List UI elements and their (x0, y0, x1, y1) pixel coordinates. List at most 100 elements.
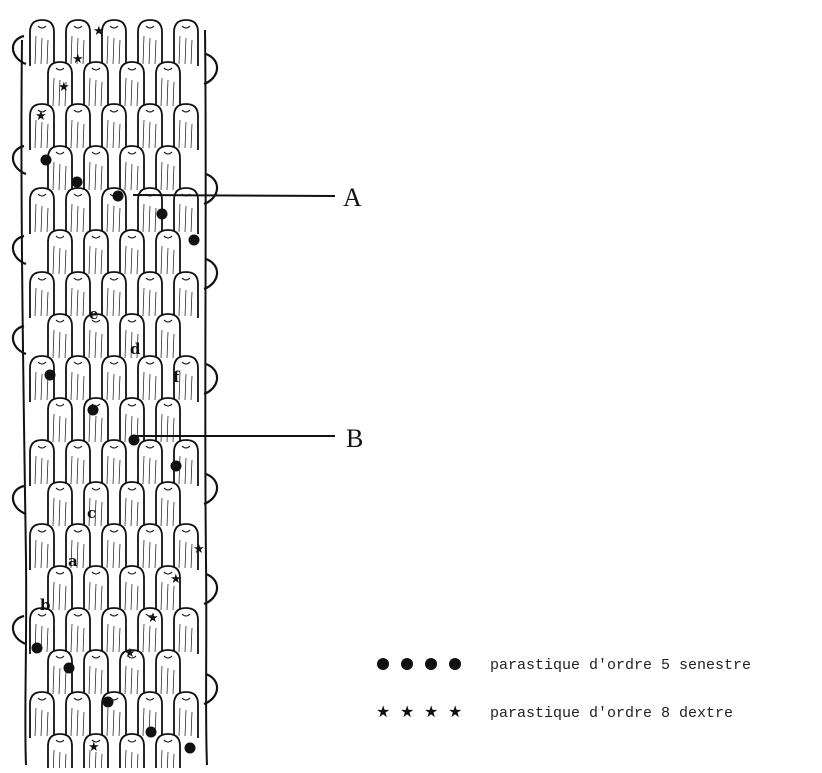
leaf-scale (155, 145, 181, 192)
legend-stars-text: parastique d'ordre 8 dextre (490, 705, 733, 722)
leaf-scale (173, 19, 199, 66)
leaf-scale (155, 565, 181, 612)
parastichy-star-marker: ★ (124, 646, 136, 661)
leaf-scale (119, 145, 145, 192)
legend-dot-icon (425, 658, 437, 670)
spine-hook-right (203, 572, 219, 606)
parastichy-dot-marker (128, 434, 140, 446)
leaf-scale (47, 481, 73, 528)
leaf-scale (47, 565, 73, 612)
spine-hook-right (203, 472, 219, 506)
leaf-scale (101, 439, 127, 486)
parastichy-star-marker: ★ (88, 740, 100, 755)
spine-hook-right (203, 172, 219, 206)
leaf-scale (137, 523, 163, 570)
leaf-scale (65, 19, 91, 66)
parastichy-star-marker: ★ (170, 572, 182, 587)
leaf-scale (83, 733, 109, 773)
parastichy-dot-marker (63, 662, 75, 674)
parastichy-dot-marker (71, 176, 83, 188)
leaf-scale (101, 19, 127, 66)
leaf-scale (65, 439, 91, 486)
parastichy-dot-marker (156, 208, 168, 220)
leaf-scale (83, 313, 109, 360)
spine-hook-right (203, 672, 219, 706)
leaf-scale (65, 271, 91, 318)
leaf-scale (65, 523, 91, 570)
legend-dot-icon (401, 658, 413, 670)
leaf-scale (65, 355, 91, 402)
leaf-letter-e: e (89, 305, 99, 323)
leaf-scale (155, 733, 181, 773)
parastichy-dot-marker (184, 742, 196, 754)
leaf-scale (65, 187, 91, 234)
leaf-scale (29, 355, 55, 402)
leaf-scale (155, 649, 181, 696)
parastichy-star-marker: ★ (193, 542, 205, 557)
callout-a-leader-line (132, 194, 336, 197)
leaf-scale (47, 61, 73, 108)
leaf-scale (83, 145, 109, 192)
parastichy-dot-marker (145, 726, 157, 738)
callout-a-label: A (343, 183, 362, 212)
leaf-scale (137, 607, 163, 654)
parastichy-dot-marker (40, 154, 52, 166)
parastichy-dot-marker (87, 404, 99, 416)
parastichy-dot-marker (112, 190, 124, 202)
leaf-scale (47, 313, 73, 360)
leaf-letter-b: b (40, 596, 51, 614)
leaf-scale (47, 145, 73, 192)
leaf-scale (83, 649, 109, 696)
leaf-scale (137, 103, 163, 150)
legend-star-icon: ★ (424, 702, 438, 721)
leaf-scale (155, 481, 181, 528)
leaf-scale (101, 355, 127, 402)
leaf-scale (173, 271, 199, 318)
parastichy-dot-marker (44, 369, 56, 381)
leaf-scale (137, 271, 163, 318)
spine-hook-left (11, 614, 27, 646)
leaf-scale (47, 733, 73, 773)
leaf-scale (29, 439, 55, 486)
leaf-scale (101, 607, 127, 654)
legend-dot-icon (449, 658, 461, 670)
leaf-scale (119, 61, 145, 108)
spine-hooks-group (11, 34, 219, 706)
leaf-scale (137, 439, 163, 486)
callout-b: B (136, 424, 363, 453)
leaf-scale (119, 397, 145, 444)
leaf-scale (173, 607, 199, 654)
leaf-scale (155, 313, 181, 360)
leaf-letter-c: c (87, 504, 96, 522)
legend-star-icon: ★ (376, 702, 390, 721)
spine-hook-right (203, 52, 219, 86)
legend-star-icon: ★ (400, 702, 414, 721)
leaf-scale (119, 565, 145, 612)
leaf-scale (47, 397, 73, 444)
leaf-scale (137, 355, 163, 402)
leaf-scales-group (29, 19, 199, 773)
leaf-scale (65, 103, 91, 150)
leaf-scale (155, 397, 181, 444)
leaf-scale (29, 187, 55, 234)
spine-hook-right (203, 257, 219, 291)
leaf-scale (119, 481, 145, 528)
spine-hook-left (11, 34, 27, 66)
leaf-scale (83, 61, 109, 108)
legend-dots-text: parastique d'ordre 5 senestre (490, 657, 751, 674)
leaf-scale (29, 19, 55, 66)
parastichy-star-marker: ★ (58, 80, 70, 95)
parastichy-markers-group: ★★★★★★★★★ (31, 24, 205, 755)
spine-hook-left (11, 234, 27, 266)
parastichy-star-marker: ★ (35, 109, 47, 124)
leaf-scale (47, 649, 73, 696)
leaf-scale (119, 313, 145, 360)
leaf-scale (101, 103, 127, 150)
leaf-scale (173, 439, 199, 486)
legend: parastique d'ordre 5 senestre ★ ★ ★ ★ pa… (376, 657, 751, 722)
parastichy-dot-marker (170, 460, 182, 472)
spine-hook-left (11, 144, 27, 176)
legend-row-dots: parastique d'ordre 5 senestre (377, 657, 751, 674)
parastichy-dot-marker (31, 642, 43, 654)
